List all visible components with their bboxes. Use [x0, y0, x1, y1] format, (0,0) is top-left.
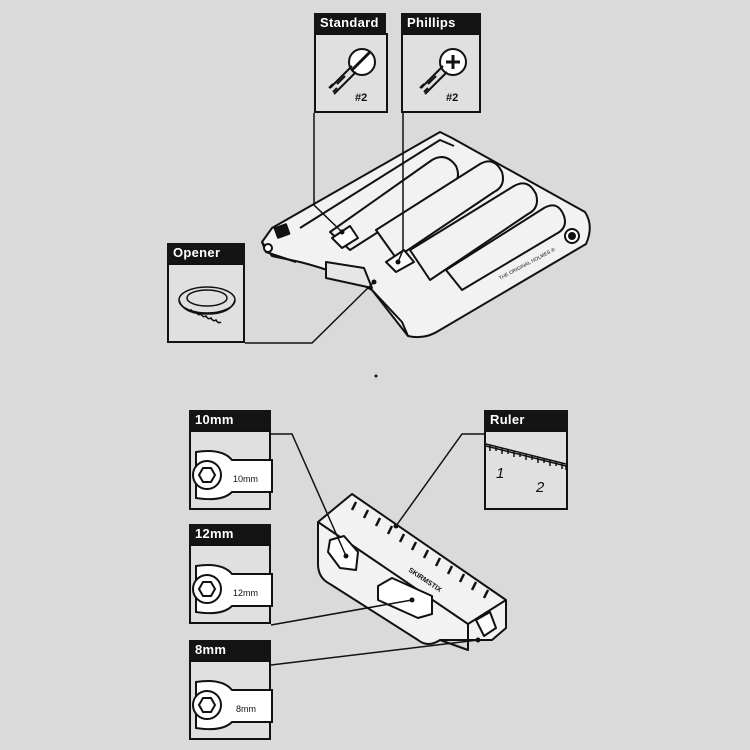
standard-callout-box	[314, 33, 388, 113]
opener-label: Opener	[167, 243, 245, 263]
wrench-10mm-icon	[192, 450, 273, 501]
phillips-callout-box	[401, 33, 481, 113]
multitool-side-view	[317, 493, 507, 651]
wrench-12mm-mark: 12mm	[233, 588, 258, 598]
bottom-leader-lines	[270, 433, 484, 666]
wrench-8mm-label: 8mm	[189, 640, 271, 660]
ruler-tick-1: 1	[496, 465, 504, 482]
wrench-10mm-mark: 10mm	[233, 474, 258, 484]
multitool-top-view	[261, 131, 591, 339]
bar-ruler-ticks	[350, 501, 490, 599]
standard-size-text: #2	[355, 92, 367, 104]
separator-dot	[374, 374, 378, 378]
wrench-10mm-label: 10mm	[189, 410, 271, 430]
phillips-label: Phillips	[401, 13, 481, 33]
wrench-12mm-label: 12mm	[189, 524, 271, 544]
ruler-callout-box	[484, 430, 568, 510]
phillips-size-text: #2	[446, 92, 458, 104]
phillips-screw-icon	[419, 48, 467, 95]
standard-label: Standard	[314, 13, 386, 33]
wrench-8mm-icon	[192, 680, 273, 731]
wrench-8mm-mark: 8mm	[236, 704, 256, 714]
wrench-12mm-icon	[192, 564, 273, 615]
ruler-icon	[485, 443, 567, 470]
standard-screw-icon	[328, 48, 376, 95]
top-leader-lines	[245, 113, 404, 344]
opener-callout-box	[167, 263, 245, 343]
bottle-cap-icon	[178, 286, 236, 324]
ruler-tick-2: 2	[535, 479, 545, 496]
ruler-label: Ruler	[484, 410, 568, 430]
